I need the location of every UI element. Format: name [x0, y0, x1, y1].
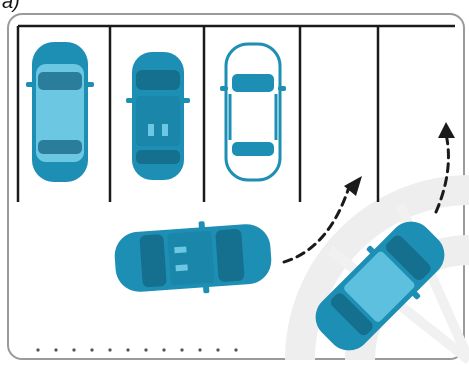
parked-car-icon: [126, 52, 190, 180]
parked-car-icon: [220, 44, 286, 180]
parked-car-icon: [26, 42, 94, 182]
